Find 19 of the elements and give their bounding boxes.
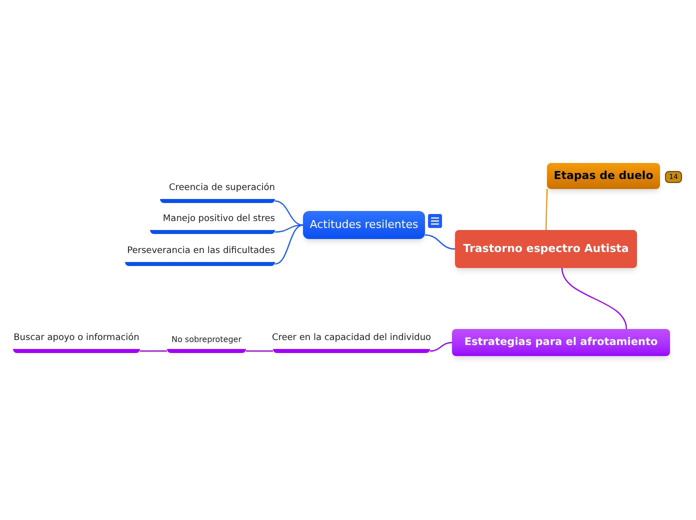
topic-box: Etapas de duelo bbox=[547, 163, 660, 189]
connector-line bbox=[561, 268, 627, 330]
connector-line bbox=[430, 342, 452, 352]
topic-box: Actitudes resilentes bbox=[303, 211, 425, 239]
connector-line bbox=[140, 350, 167, 352]
subtopic-label: Creer en la capacidad del individuo bbox=[273, 332, 430, 353]
subtopic-label: Creencia de superación bbox=[160, 182, 275, 203]
connector-line bbox=[274, 224, 304, 265]
subtopic-label: Perseverancia en las dificultades bbox=[125, 245, 275, 266]
connector-line bbox=[274, 200, 304, 226]
subtopic-label: Manejo positivo del stres bbox=[150, 213, 275, 234]
subtopic-label: No sobreproteger bbox=[167, 334, 246, 353]
connector-line bbox=[545, 188, 548, 230]
connector-line bbox=[424, 234, 456, 250]
central-topic-box: Trastorno espectro Autista bbox=[455, 230, 637, 268]
connector-line bbox=[274, 224, 304, 233]
topic-box: Estrategias para el afrotamiento bbox=[452, 329, 670, 356]
subtopic-label: Buscar apoyo o información bbox=[13, 332, 140, 353]
connector-line bbox=[246, 350, 273, 352]
